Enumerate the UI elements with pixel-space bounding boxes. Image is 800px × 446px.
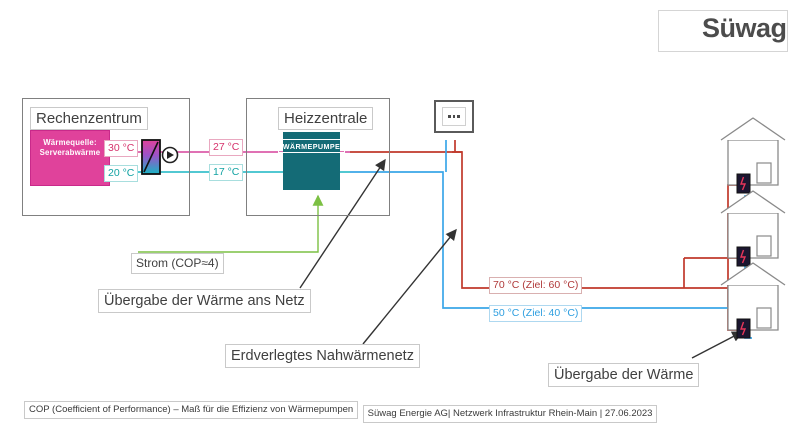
footer: COP (Coefficient of Performance) – Maß f… xyxy=(24,399,658,423)
temp-source-return: 20 °C xyxy=(104,165,139,182)
heat-source-line1: Wärmequelle: xyxy=(43,138,97,147)
node-dot-1 xyxy=(448,115,451,118)
temp-hp-return-in: 17 °C xyxy=(209,164,244,181)
datacenter-box xyxy=(22,98,190,216)
annotation-buried-network: Erdverlegtes Nahwärmenetz xyxy=(225,344,420,368)
temp-hp-supply-in: 27 °C xyxy=(209,139,244,156)
heat-source-card: Wärmequelle: Serverabwärme xyxy=(30,130,110,186)
network-node-icon xyxy=(434,100,474,133)
node-feed-pipes xyxy=(445,140,456,172)
annotation-power: Strom (COP≈4) xyxy=(131,253,224,274)
pump-circle-icon xyxy=(161,146,179,164)
annotation-arrow-transfer-net xyxy=(299,158,386,289)
node-dot-3 xyxy=(457,115,460,118)
brand-logo-text: Süwag xyxy=(702,13,787,43)
temp-net-supply: 70 °C (Ziel: 60 °C) xyxy=(489,277,583,294)
footer-line-1: COP (Coefficient of Performance) – Maß f… xyxy=(24,401,359,419)
footer-line-2: Süwag Energie AG| Netzwerk Infrastruktur… xyxy=(362,405,658,423)
annotation-arrow-transfer-heat xyxy=(691,331,744,359)
network-node-inner xyxy=(442,107,466,126)
heat-exchanger-icon xyxy=(141,139,161,175)
network-supply-pipe xyxy=(350,151,742,331)
heating-plant-box xyxy=(246,98,390,216)
brand-logo xyxy=(658,10,788,52)
datacenter-title: Rechenzentrum xyxy=(30,107,148,130)
house-3 xyxy=(720,262,786,339)
annotation-arrow-buried-network xyxy=(362,228,457,345)
heat-pump-card: WÄRMEPUMPE xyxy=(277,132,346,190)
temp-net-return: 50 °C (Ziel: 40 °C) xyxy=(489,305,583,322)
heat-source-line2: Serverabwärme xyxy=(39,148,101,157)
house-1 xyxy=(720,117,786,194)
temp-source-supply: 30 °C xyxy=(104,140,139,157)
annotation-transfer-to-net: Übergabe der Wärme ans Netz xyxy=(98,289,311,313)
electricity-arrow xyxy=(138,194,324,253)
annotation-transfer-heat: Übergabe der Wärme xyxy=(548,363,700,387)
house-2 xyxy=(720,190,786,267)
node-dot-2 xyxy=(452,115,456,118)
heat-pump-caption: WÄRMEPUMPE xyxy=(277,139,346,153)
heating-plant-title: Heizzentrale xyxy=(278,107,374,130)
